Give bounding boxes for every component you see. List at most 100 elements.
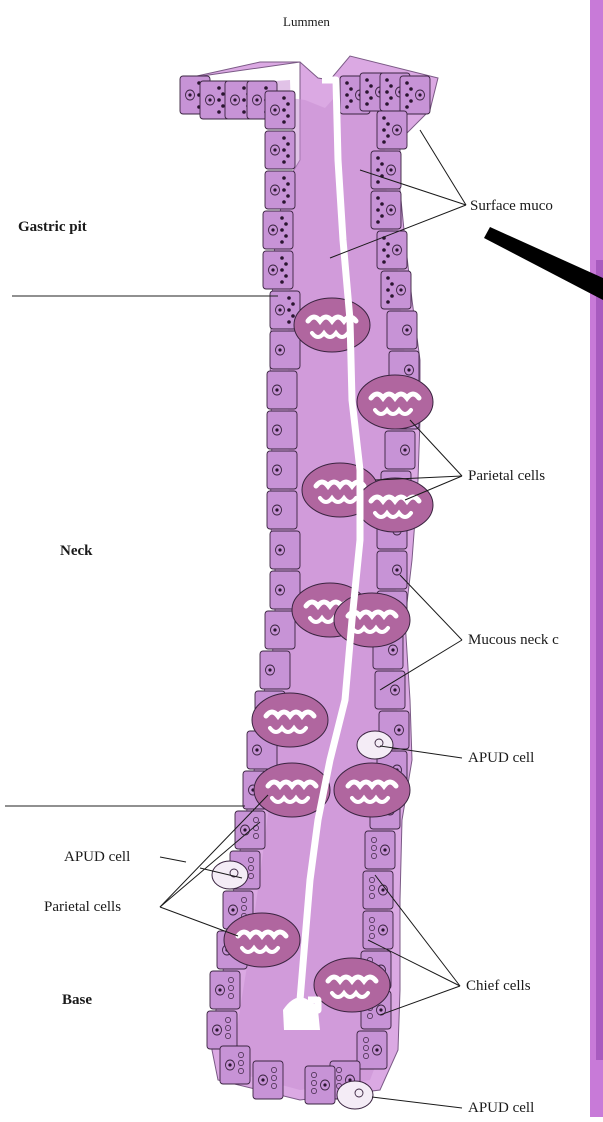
nucleolus (261, 1078, 264, 1081)
epithelial-cell (363, 911, 393, 949)
mucous-granule (345, 81, 349, 85)
label-neck: Neck (60, 543, 93, 560)
epithelial-cell (265, 611, 295, 649)
epithelial-cell (263, 251, 293, 289)
mucous-granule (284, 274, 288, 278)
mucous-granule (345, 93, 349, 97)
apud-cell (337, 1081, 373, 1109)
mucous-granule (382, 140, 386, 144)
nucleolus (275, 388, 278, 391)
epithelial-cell (377, 551, 407, 589)
mucous-granule (389, 84, 393, 88)
label-apud-cell-right-lower: APUD cell (468, 1100, 534, 1117)
nucleolus (383, 848, 386, 851)
epithelial-cell (305, 1066, 335, 1104)
mucous-granule (291, 314, 295, 318)
mucous-granule (349, 87, 353, 91)
nucleolus (233, 98, 236, 101)
mucous-granule (390, 294, 394, 298)
nucleolus (275, 428, 278, 431)
epithelial-cell (265, 91, 295, 129)
mucous-granule (287, 320, 291, 324)
nucleolus (215, 1028, 218, 1031)
epithelial-cell (263, 211, 293, 249)
nucleolus (273, 628, 276, 631)
epithelial-cell (375, 671, 405, 709)
mucous-granule (291, 302, 295, 306)
epithelial-cell (400, 76, 430, 114)
nucleolus (278, 308, 281, 311)
leader-mucous-neck-1 (400, 575, 462, 640)
mucous-granule (380, 162, 384, 166)
nucleolus (323, 1083, 326, 1086)
mucous-granule (217, 110, 221, 114)
label-apud-cell-left: APUD cell (64, 849, 130, 866)
epithelial-cell (387, 311, 417, 349)
epithelial-cell (371, 191, 401, 229)
nucleolus (418, 93, 421, 96)
label-mucous-neck: Mucous neck c (468, 632, 559, 649)
mucous-granule (286, 182, 290, 186)
nucleolus (407, 368, 410, 371)
label-lumen: Lummen (283, 14, 330, 30)
histology-strip-dark (596, 260, 603, 1060)
mucous-granule (280, 216, 284, 220)
nucleolus (268, 668, 271, 671)
label-parietal-cells-left: Parietal cells (44, 899, 121, 916)
epithelial-cell (377, 231, 407, 269)
nucleolus (395, 128, 398, 131)
epithelial-cell (210, 971, 240, 1009)
mucous-granule (286, 114, 290, 118)
mucous-granule (385, 78, 389, 82)
mucous-granule (385, 90, 389, 94)
nucleolus (208, 98, 211, 101)
leader-apud-left (160, 857, 186, 862)
label-apud-cell-right-upper: APUD cell (468, 750, 534, 767)
mucous-granule (382, 128, 386, 132)
mucous-granule (380, 214, 384, 218)
nucleolus (278, 588, 281, 591)
mucous-granule (380, 202, 384, 206)
mucous-granule (409, 87, 413, 91)
epithelial-cell (220, 1046, 250, 1084)
pointer-arrow (484, 227, 603, 300)
epithelial-cell (207, 1011, 237, 1049)
mucous-granule (217, 86, 221, 90)
nucleolus (231, 908, 234, 911)
mucous-granule (409, 99, 413, 103)
mucous-granule (382, 116, 386, 120)
mucous-granule (282, 160, 286, 164)
nucleolus (273, 188, 276, 191)
mucous-granule (376, 180, 380, 184)
nucleolus (243, 828, 246, 831)
epithelial-cell (365, 831, 395, 869)
nucleolus (391, 648, 394, 651)
label-parietal-cells-right: Parietal cells (468, 468, 545, 485)
nucleolus (275, 468, 278, 471)
epithelial-cell (253, 1061, 283, 1099)
mucous-granule (382, 260, 386, 264)
nucleolus (188, 93, 191, 96)
epithelial-cell (270, 331, 300, 369)
mucous-granule (365, 78, 369, 82)
epithelial-cell (270, 531, 300, 569)
nucleolus (389, 168, 392, 171)
mucous-granule (242, 86, 246, 90)
mucous-granule (282, 188, 286, 192)
mucous-granule (280, 240, 284, 244)
mucous-granule (282, 120, 286, 124)
mucous-granule (389, 96, 393, 100)
mucous-granule (282, 108, 286, 112)
mucous-granule (369, 96, 373, 100)
label-gastric-pit: Gastric pit (18, 219, 87, 236)
mucous-granule (376, 220, 380, 224)
mucous-granule (286, 194, 290, 198)
nucleolus (395, 568, 398, 571)
mucous-granule (376, 156, 380, 160)
epithelial-cell (385, 431, 415, 469)
mucous-granule (365, 90, 369, 94)
apud-cell (357, 731, 393, 759)
nucleolus (395, 248, 398, 251)
mucous-granule (345, 105, 349, 109)
mucous-granule (280, 268, 284, 272)
